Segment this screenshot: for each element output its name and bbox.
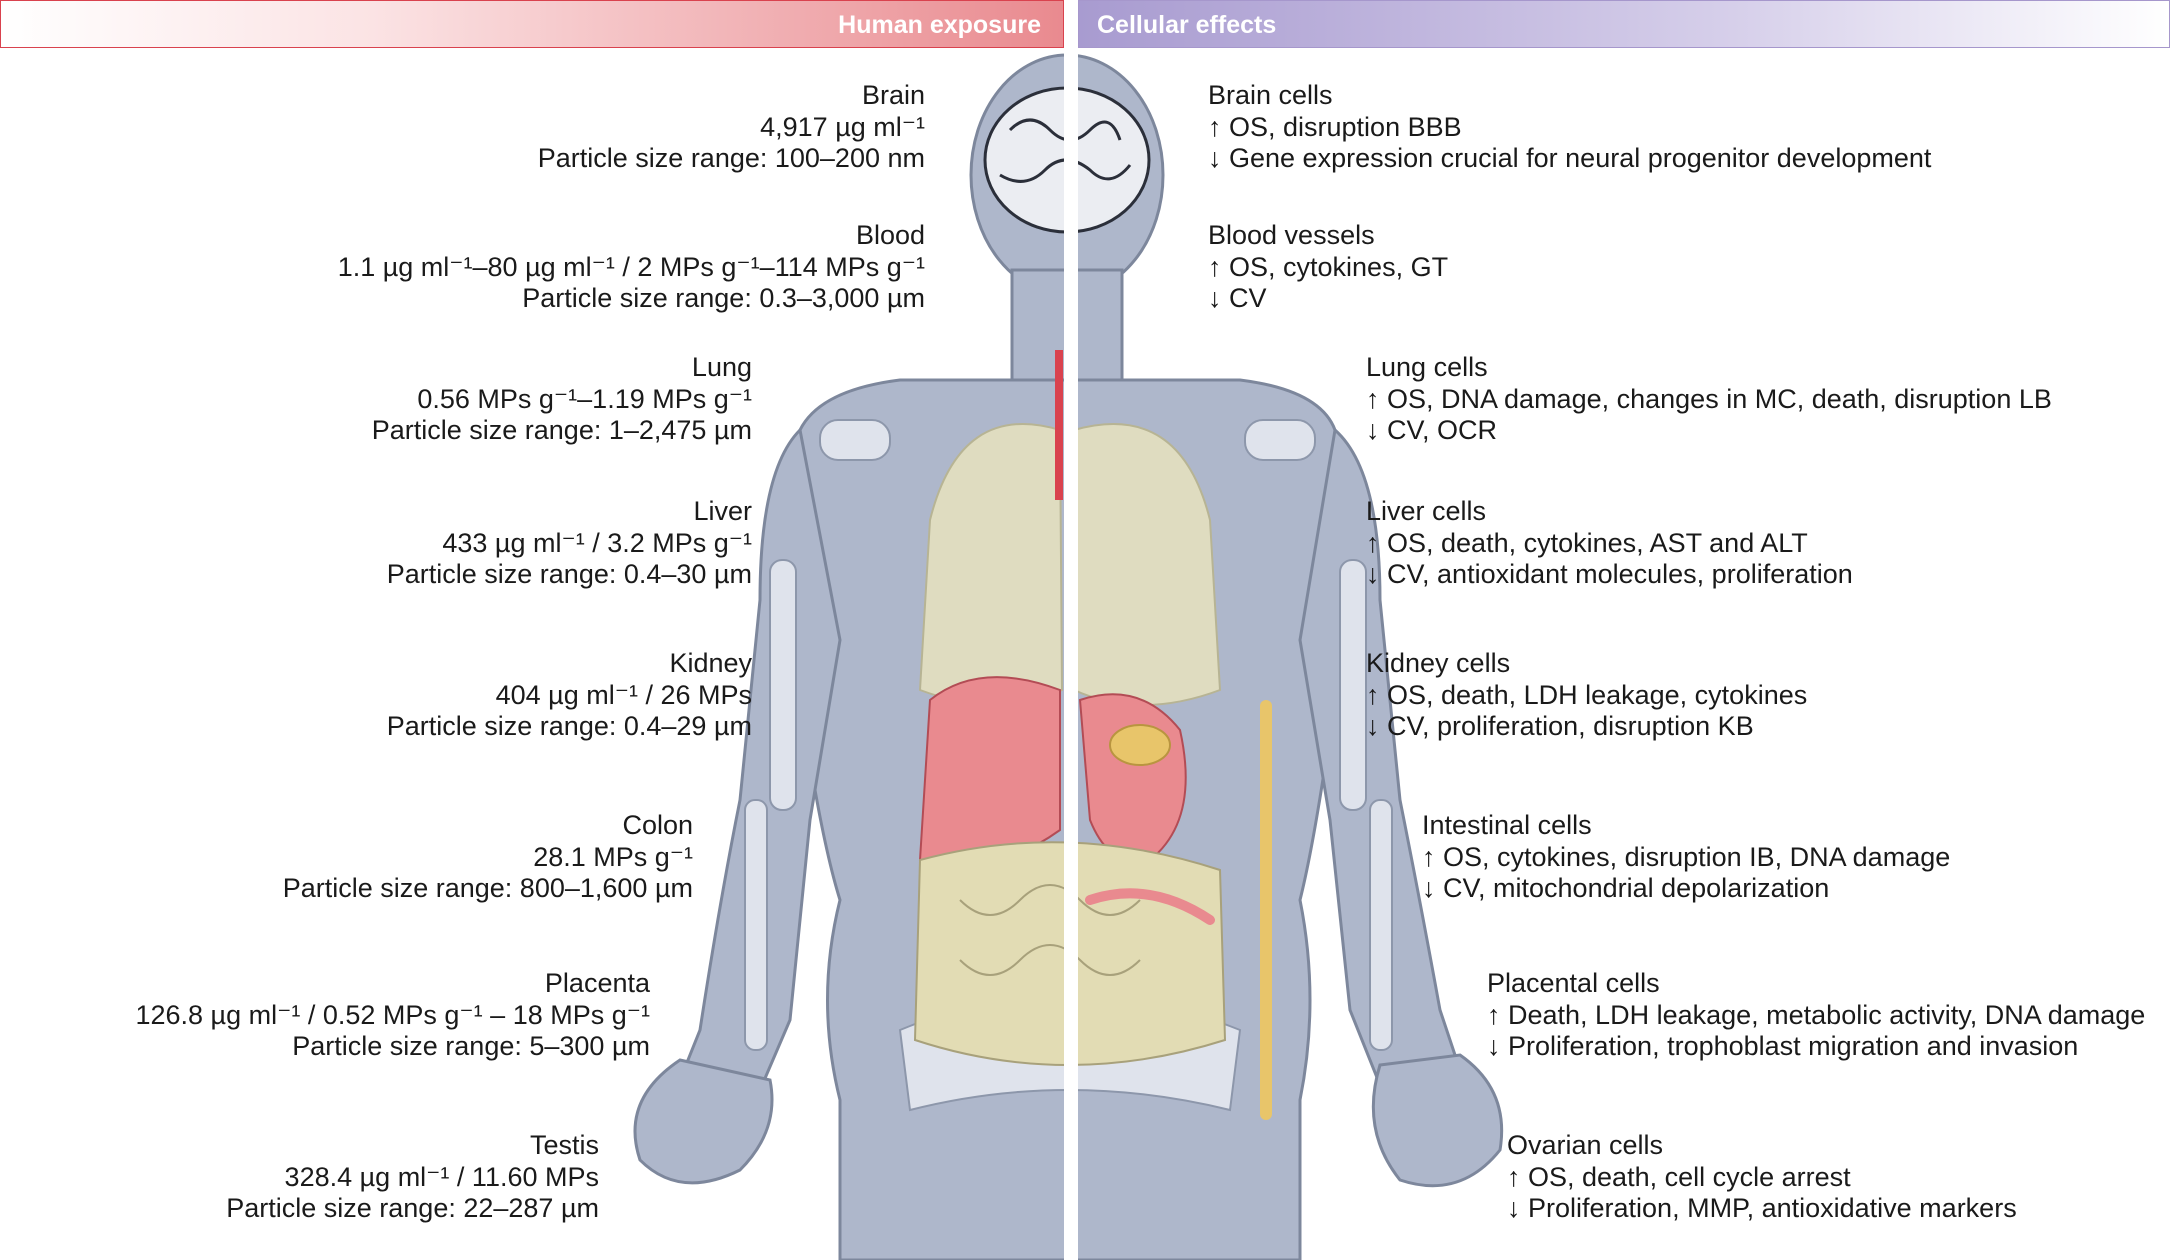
- lungs: [918, 423, 1222, 706]
- effects-up: ↑ OS, death, cytokines, AST and ALT: [1366, 527, 1808, 558]
- effects-cell: Placental cells: [1487, 968, 1660, 998]
- exposure-concentration: 4,917 µg ml⁻¹: [760, 111, 925, 142]
- cellular-effects-header: Cellular effects: [1078, 0, 2170, 48]
- exposure-organ: Blood: [855, 220, 925, 250]
- effects-kidney-cells: Kidney cells ↑ OS, death, LDH leakage, c…: [1366, 648, 1807, 743]
- exposure-organ: Colon: [622, 810, 693, 840]
- center-divider: [1064, 48, 1078, 1260]
- exposure-concentration: 404 µg ml⁻¹ / 26 MPs: [495, 679, 752, 710]
- effects-cell: Brain cells: [1208, 80, 1333, 110]
- effects-up: ↑ OS, cytokines, disruption IB, DNA dama…: [1422, 841, 1951, 872]
- effects-up: ↑ OS, death, LDH leakage, cytokines: [1366, 679, 1808, 710]
- exposure-concentration: 433 µg ml⁻¹ / 3.2 MPs g⁻¹: [442, 527, 752, 558]
- exposure-liver: Liver 433 µg ml⁻¹ / 3.2 MPs g⁻¹ Particle…: [387, 496, 752, 591]
- effects-liver-cells: Liver cells ↑ OS, death, cytokines, AST …: [1366, 496, 1853, 591]
- effects-down: ↓ CV, mitochondrial depolarization: [1422, 873, 1830, 903]
- effects-up: ↑ OS, disruption BBB: [1208, 111, 1462, 142]
- exposure-size: Particle size range: 0.4–30 µm: [386, 559, 752, 589]
- effects-down: ↓ CV, OCR: [1366, 415, 1498, 445]
- effects-down: ↓ CV: [1208, 283, 1267, 313]
- effects-ovarian-cells: Ovarian cells ↑ OS, death, cell cycle ar…: [1507, 1130, 2017, 1225]
- exposure-organ: Testis: [529, 1130, 599, 1160]
- exposure-kidney: Kidney 404 µg ml⁻¹ / 26 MPs Particle siz…: [387, 648, 752, 743]
- exposure-colon: Colon 28.1 MPs g⁻¹ Particle size range: …: [283, 810, 693, 905]
- effects-placental-cells: Placental cells ↑ Death, LDH leakage, me…: [1487, 968, 2145, 1063]
- effects-cell: Lung cells: [1366, 352, 1488, 382]
- effects-down: ↓ CV, proliferation, disruption KB: [1366, 711, 1754, 741]
- exposure-organ: Placenta: [544, 968, 650, 998]
- exposure-organ: Lung: [691, 352, 752, 382]
- exposure-concentration: 0.56 MPs g⁻¹–1.19 MPs g⁻¹: [417, 383, 752, 414]
- exposure-size: Particle size range: 0.4–29 µm: [386, 711, 752, 741]
- exposure-organ: Brain: [861, 80, 925, 110]
- exposure-size: Particle size range: 5–300 µm: [292, 1031, 650, 1061]
- abdominal-organs: [918, 676, 1187, 867]
- exposure-organ: Kidney: [669, 648, 752, 678]
- effects-brain-cells: Brain cells ↑ OS, disruption BBB ↓ Gene …: [1208, 80, 1931, 175]
- exposure-size: Particle size range: 22–287 µm: [226, 1193, 599, 1223]
- effects-up: ↑ OS, cytokines, GT: [1208, 251, 1449, 282]
- effects-cell: Ovarian cells: [1507, 1130, 1664, 1160]
- exposure-organ: Liver: [693, 496, 752, 526]
- exposure-concentration: 28.1 MPs g⁻¹: [533, 841, 693, 872]
- effects-blood-vessels: Blood vessels ↑ OS, cytokines, GT ↓ CV: [1208, 220, 1448, 315]
- effects-up: ↑ OS, DNA damage, changes in MC, death, …: [1366, 383, 2052, 414]
- effects-intestinal-cells: Intestinal cells ↑ OS, cytokines, disrup…: [1422, 810, 1950, 905]
- effects-down: ↓ Gene expression crucial for neural pro…: [1208, 143, 1932, 173]
- effects-down: ↓ CV, antioxidant molecules, proliferati…: [1366, 559, 1853, 589]
- exposure-testis: Testis 328.4 µg ml⁻¹ / 11.60 MPs Particl…: [226, 1130, 599, 1225]
- effects-down: ↓ Proliferation, MMP, antioxidative mark…: [1507, 1193, 2017, 1223]
- effects-down: ↓ Proliferation, trophoblast migration a…: [1487, 1031, 2079, 1061]
- exposure-concentration: 328.4 µg ml⁻¹ / 11.60 MPs: [284, 1161, 599, 1192]
- exposure-size: Particle size range: 1–2,475 µm: [371, 415, 752, 445]
- exposure-size: Particle size range: 0.3–3,000 µm: [522, 283, 925, 313]
- exposure-size: Particle size range: 800–1,600 µm: [282, 873, 693, 903]
- effects-cell: Liver cells: [1366, 496, 1487, 526]
- exposure-brain: Brain 4,917 µg ml⁻¹ Particle size range:…: [538, 80, 925, 175]
- exposure-blood: Blood 1.1 µg ml⁻¹–80 µg ml⁻¹ / 2 MPs g⁻¹…: [338, 220, 925, 315]
- exposure-concentration: 1.1 µg ml⁻¹–80 µg ml⁻¹ / 2 MPs g⁻¹–114 M…: [337, 251, 925, 282]
- effects-up: ↑ OS, death, cell cycle arrest: [1507, 1161, 1851, 1192]
- human-exposure-header: Human exposure: [0, 0, 1064, 48]
- effects-lung-cells: Lung cells ↑ OS, DNA damage, changes in …: [1366, 352, 2052, 447]
- effects-up: ↑ Death, LDH leakage, metabolic activity…: [1487, 999, 2146, 1030]
- exposure-lung: Lung 0.56 MPs g⁻¹–1.19 MPs g⁻¹ Particle …: [372, 352, 752, 447]
- exposure-placenta: Placenta 126.8 µg ml⁻¹ / 0.52 MPs g⁻¹ – …: [135, 968, 650, 1063]
- exposure-concentration: 126.8 µg ml⁻¹ / 0.52 MPs g⁻¹ – 18 MPs g⁻…: [135, 999, 650, 1030]
- exposure-size: Particle size range: 100–200 nm: [537, 143, 925, 173]
- effects-cell: Kidney cells: [1366, 648, 1511, 678]
- effects-cell: Intestinal cells: [1422, 810, 1592, 840]
- effects-cell: Blood vessels: [1208, 220, 1375, 250]
- reproductive-organs: [1085, 700, 1272, 1120]
